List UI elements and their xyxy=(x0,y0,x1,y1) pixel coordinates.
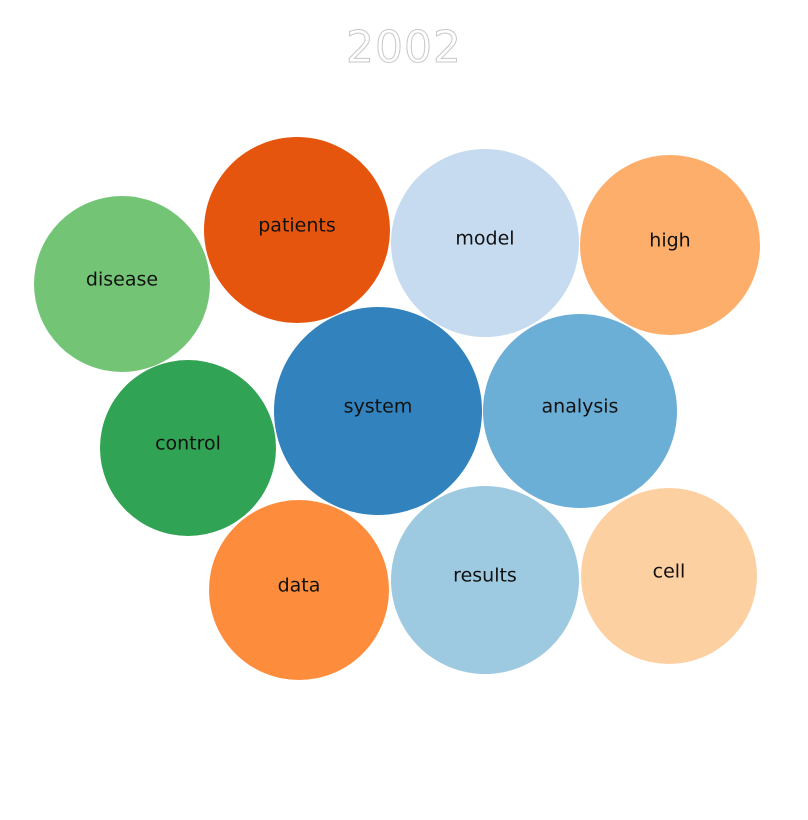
bubble-results: results xyxy=(391,486,579,674)
chart-title: 2002 xyxy=(346,22,462,74)
bubble-label-control: control xyxy=(155,433,221,455)
bubble-label-system: system xyxy=(344,396,413,418)
bubble-circle-data xyxy=(209,500,389,680)
bubble-label-analysis: analysis xyxy=(542,396,619,418)
bubble-disease: disease xyxy=(34,196,210,372)
bubble-analysis: analysis xyxy=(483,314,677,508)
bubble-circle-cell xyxy=(581,488,757,664)
bubble-circle-patients xyxy=(204,137,390,323)
bubble-circle-analysis xyxy=(483,314,677,508)
bubble-label-data: data xyxy=(278,575,321,597)
bubble-circle-high xyxy=(580,155,760,335)
bubble-label-results: results xyxy=(453,565,517,587)
bubble-cell: cell xyxy=(581,488,757,664)
bubble-patients: patients xyxy=(204,137,390,323)
bubble-circle-control xyxy=(100,360,276,536)
bubble-data: data xyxy=(209,500,389,680)
bubble-high: high xyxy=(580,155,760,335)
bubble-circle-disease xyxy=(34,196,210,372)
bubble-circle-system xyxy=(274,307,482,515)
bubble-label-patients: patients xyxy=(258,215,336,237)
bubble-circle-model xyxy=(391,149,579,337)
bubble-label-disease: disease xyxy=(86,269,158,291)
bubble-control: control xyxy=(100,360,276,536)
bubble-system: system xyxy=(274,307,482,515)
bubble-model: model xyxy=(391,149,579,337)
bubble-label-model: model xyxy=(455,228,514,250)
bubble-label-cell: cell xyxy=(653,561,686,583)
bubble-circle-results xyxy=(391,486,579,674)
bubble-label-high: high xyxy=(649,230,690,252)
